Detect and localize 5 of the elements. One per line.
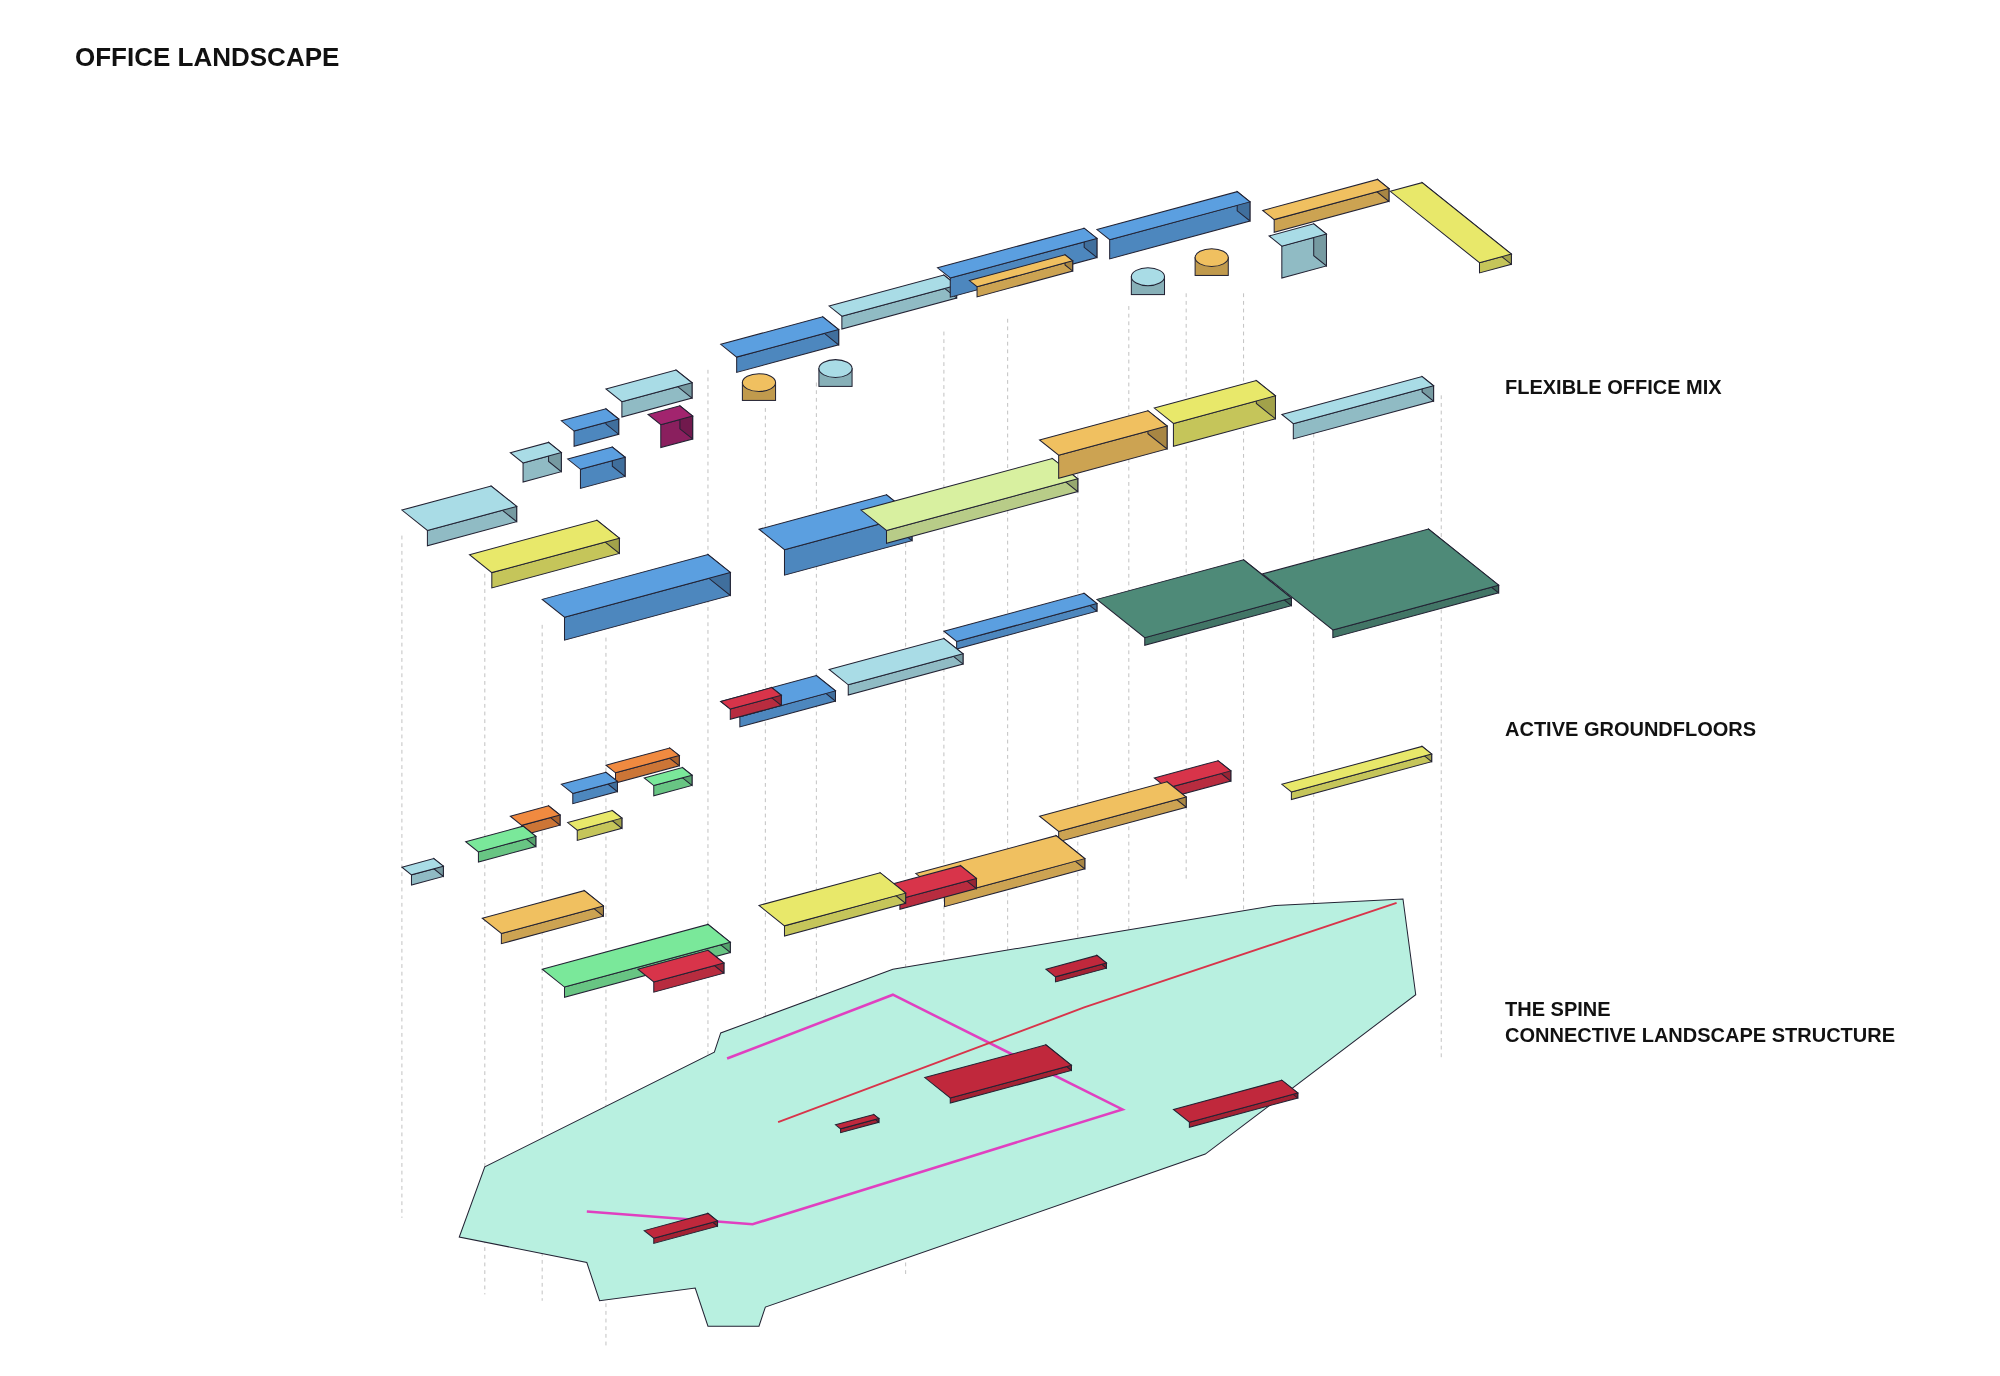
layer-label: ACTIVE GROUNDFLOORS <box>1505 718 1757 741</box>
layer-label: CONNECTIVE LANDSCAPE STRUCTURE <box>1505 1024 1896 1047</box>
layer-label: THE SPINE <box>1505 998 1611 1021</box>
layer-label: FLEXIBLE OFFICE MIX <box>1505 376 1722 399</box>
page-title: OFFICE LANDSCAPE <box>75 42 340 73</box>
